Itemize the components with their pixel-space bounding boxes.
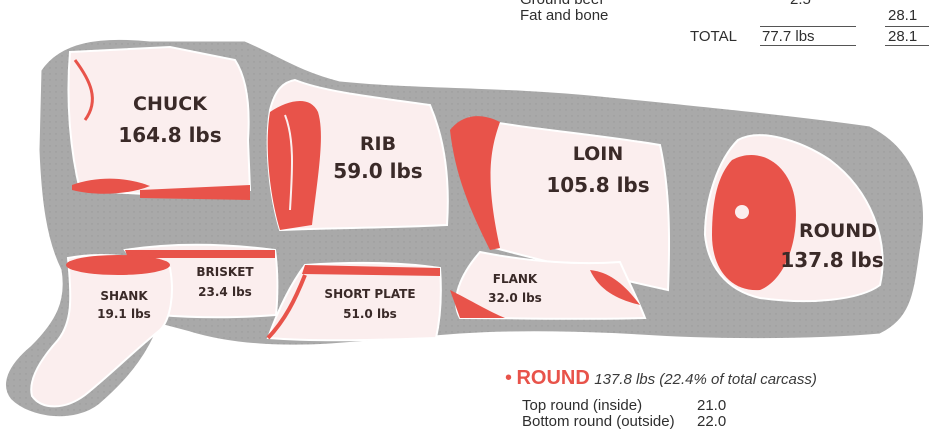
- short-plate-name: SHORT PLATE: [324, 287, 415, 301]
- chuck-name: CHUCK: [133, 93, 208, 115]
- flank-cut: [450, 252, 645, 319]
- round-bullet: •: [505, 367, 512, 389]
- rib-name: RIB: [360, 133, 396, 155]
- flank-name: FLANK: [493, 272, 538, 286]
- short-plate-weight: 51.0 lbs: [343, 307, 397, 321]
- flank-weight: 32.0 lbs: [488, 291, 542, 305]
- round-row-label: Top round (inside): [522, 397, 642, 414]
- rib-weight: 59.0 lbs: [333, 159, 422, 183]
- chuck-weight: 164.8 lbs: [118, 123, 221, 147]
- loin-name: LOIN: [573, 143, 624, 165]
- round-row-label-2: Bottom round (outside): [522, 413, 675, 430]
- round-name: ROUND: [799, 220, 877, 242]
- brisket-name: BRISKET: [196, 265, 254, 279]
- shank-weight: 19.1 lbs: [97, 307, 151, 321]
- loin-weight: 105.8 lbs: [546, 173, 649, 197]
- round-section-title: ROUND: [516, 367, 589, 389]
- shank-name: SHANK: [100, 289, 148, 303]
- round-section-heading: • ROUND 137.8 lbs (22.4% of total carcas…: [505, 367, 817, 390]
- round-section-subtitle: 137.8 lbs (22.4% of total carcass): [594, 371, 817, 388]
- round-weight: 137.8 lbs: [780, 248, 883, 272]
- brisket-weight: 23.4 lbs: [198, 285, 252, 299]
- round-row-value: 21.0: [697, 397, 726, 414]
- round-row-value-2: 22.0: [697, 413, 726, 430]
